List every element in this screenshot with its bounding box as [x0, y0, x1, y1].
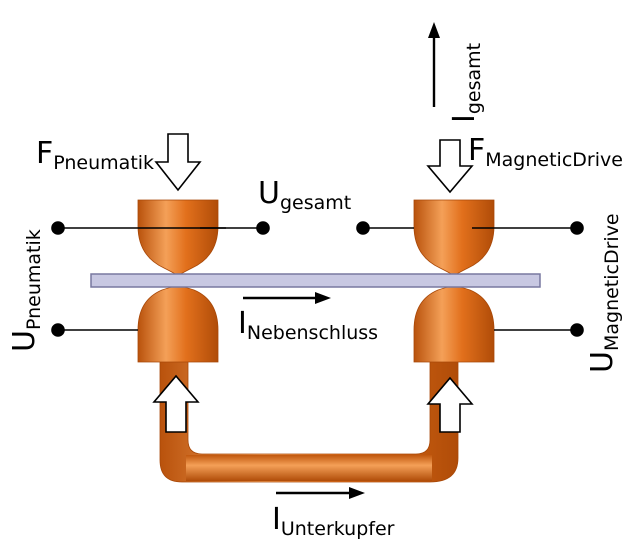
lower-electrode-right — [413, 285, 495, 363]
label-f-pneumatik: FPneumatik — [36, 136, 154, 174]
workpiece-sheet — [90, 273, 541, 288]
lower-copper-path — [159, 359, 459, 483]
label-i-nebenschluss: INebenschluss — [238, 306, 378, 344]
label-u-magneticdrive: UMagneticDrive — [585, 213, 623, 373]
upper-electrode-right — [413, 199, 495, 277]
voltage-taps — [51, 221, 584, 337]
force-arrow-right — [426, 139, 474, 194]
label-i-gesamt: Igesamt — [447, 43, 485, 123]
label-u-gesamt: Ugesamt — [258, 176, 351, 214]
i-gesamt-arrow — [428, 22, 440, 107]
upper-electrode-left — [137, 199, 219, 277]
current-arrow-left-up — [152, 374, 200, 433]
label-i-unterkupfer: IUnterkupfer — [272, 502, 395, 540]
i-nebenschluss-arrow — [243, 292, 331, 304]
force-arrow-left — [154, 133, 202, 192]
label-u-pneumatik: UPneumatik — [7, 229, 45, 352]
label-f-magneticdrive: FMagneticDrive — [468, 133, 623, 171]
current-arrow-right-up — [426, 376, 474, 433]
lower-electrode-left — [137, 285, 219, 363]
i-unterkupfer-arrow — [276, 487, 365, 499]
